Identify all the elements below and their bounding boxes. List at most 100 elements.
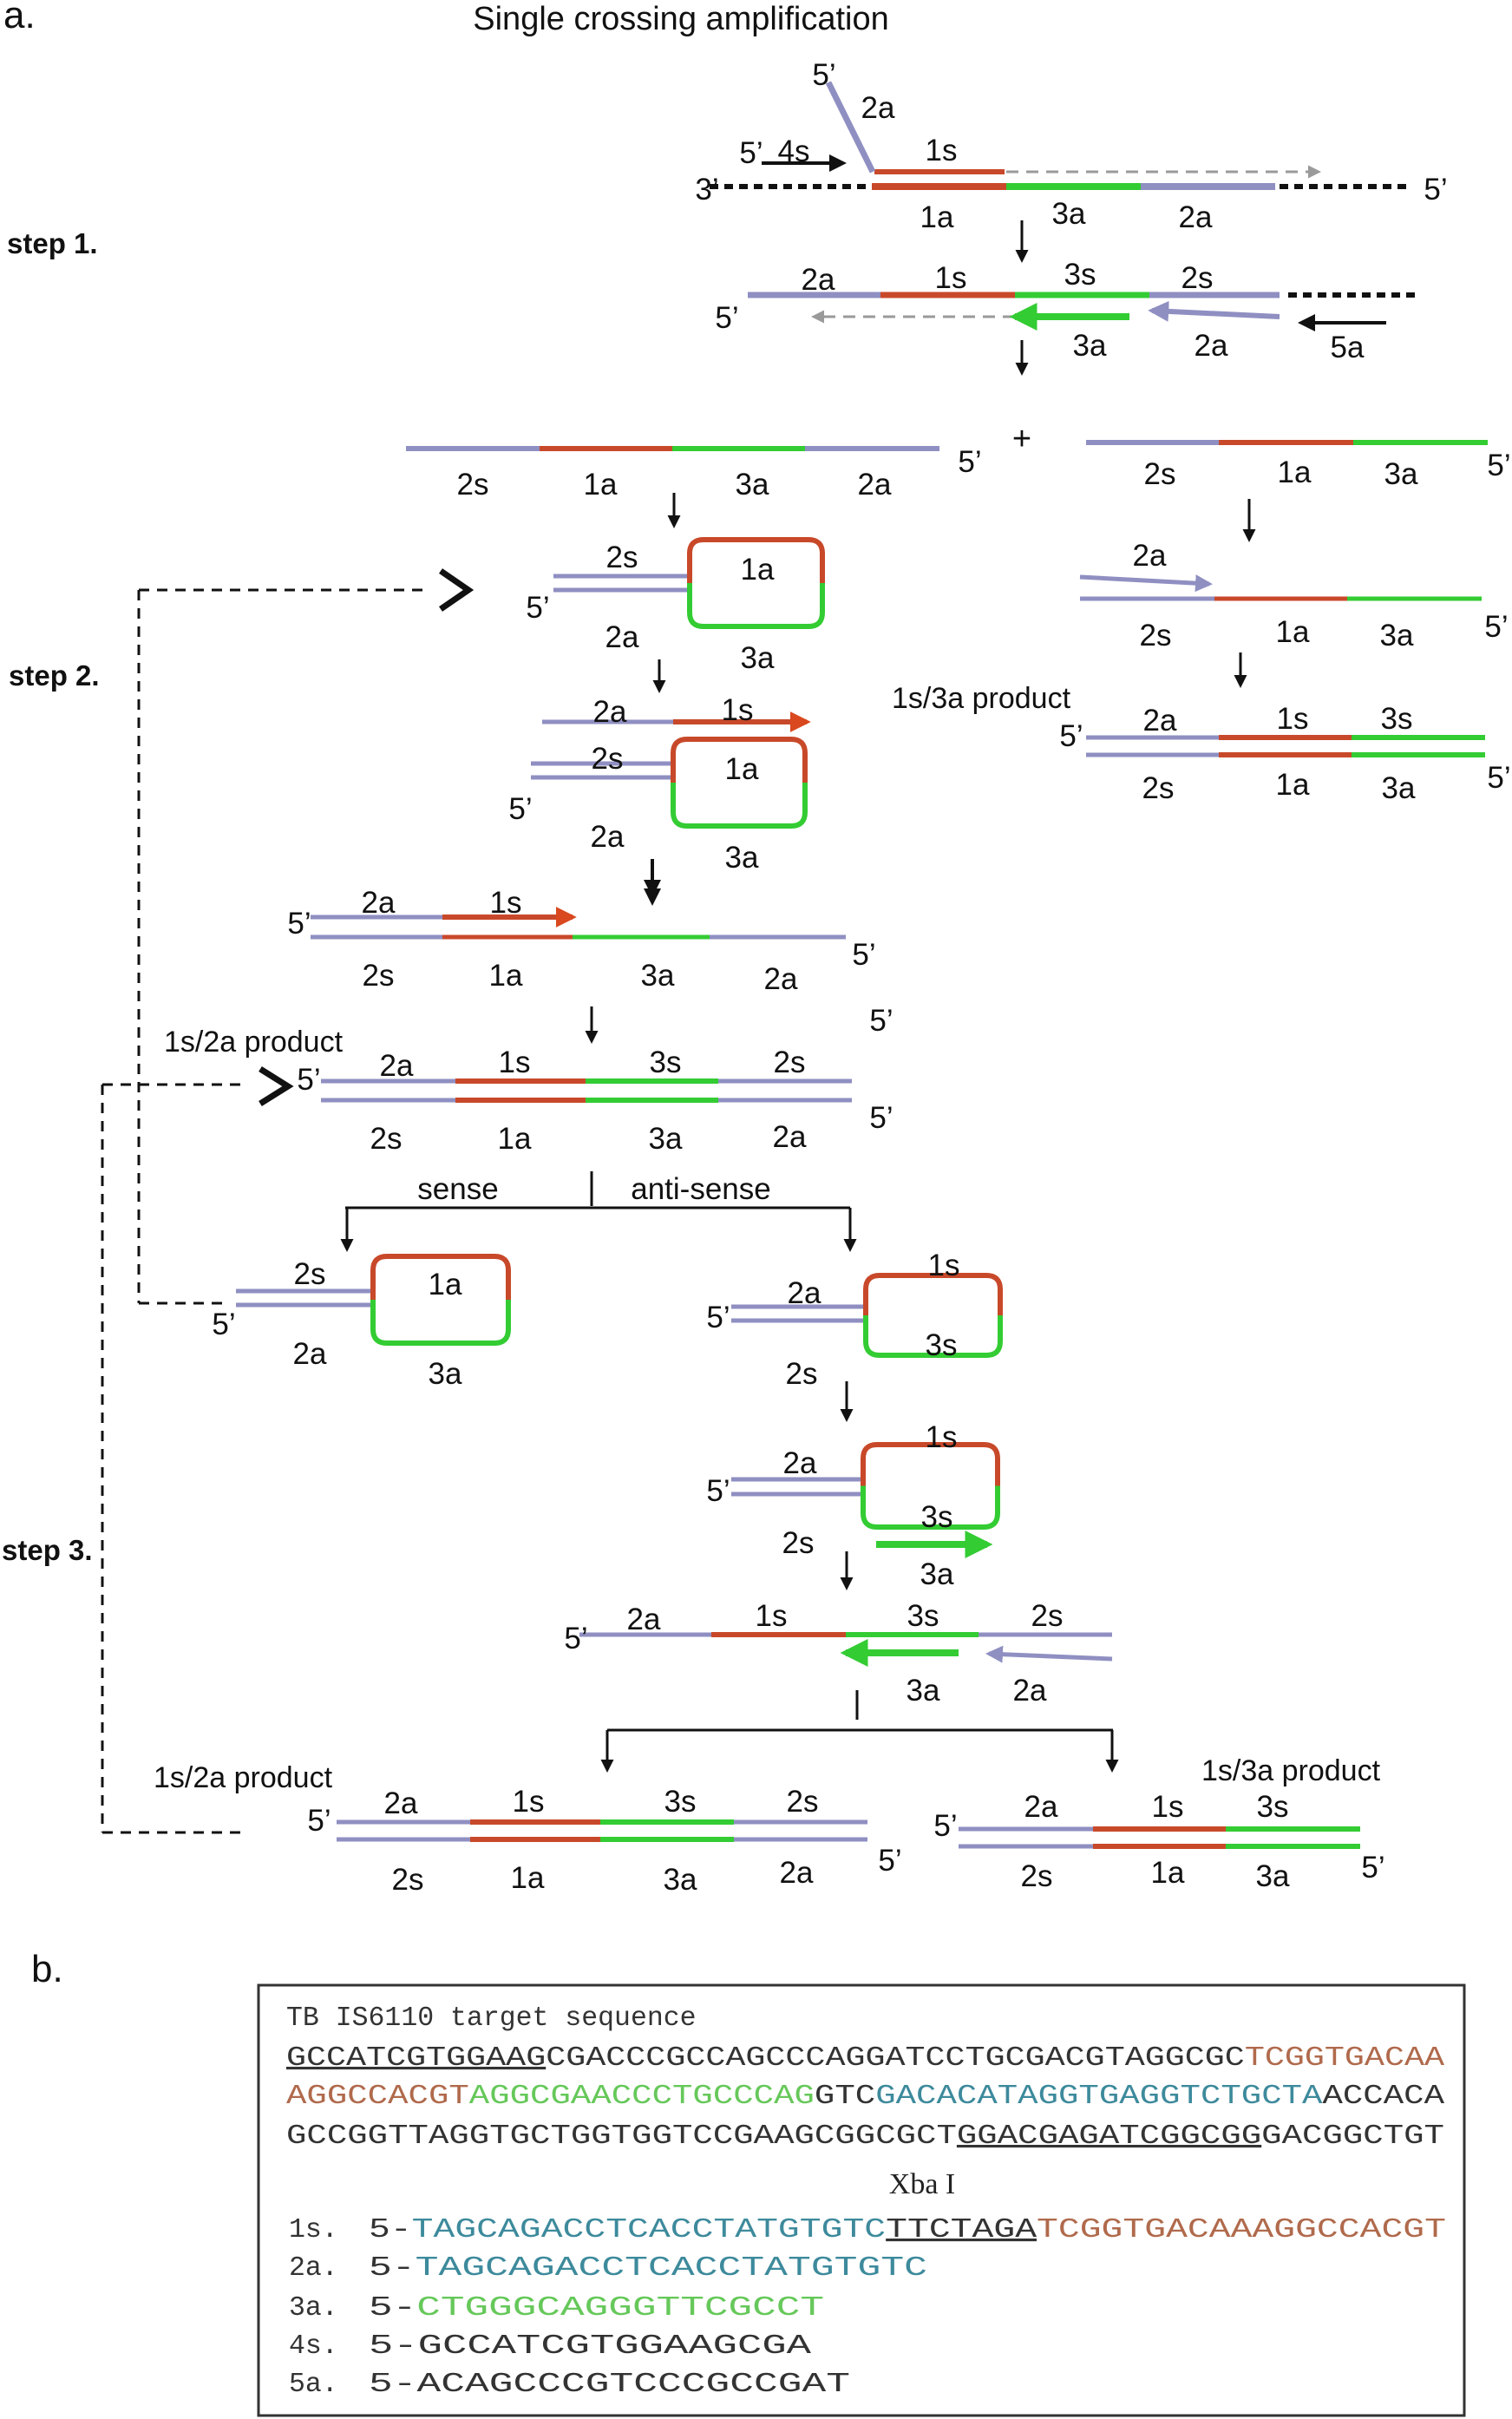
- target-sequence-line-part: GCCGGTTAGGTGCTGGTGGTCCGAAGCGGCGCT: [286, 2121, 957, 2152]
- segment-label-2a: 2a: [788, 1276, 821, 1310]
- segment-label-1a: 1a: [498, 1122, 532, 1156]
- primer-2a-arrow: [985, 1645, 1113, 1663]
- hairpin-loop-red-arc: [671, 737, 808, 783]
- five-prime-label: 5’: [878, 1844, 901, 1878]
- segment-label-2a: 2a: [627, 1603, 661, 1636]
- sequence-box-title: TB IS6110 target sequence: [286, 2003, 697, 2034]
- segment-label-2a: 2a: [605, 620, 639, 654]
- segment-label-1a: 1a: [725, 752, 759, 786]
- five-prime-label: 5’: [715, 301, 738, 335]
- segment-label-1a: 1a: [511, 1861, 545, 1895]
- five-prime-label: 5’: [287, 907, 311, 941]
- five-prime-label: 5’: [739, 136, 763, 170]
- segment-label-2a: 2a: [293, 1337, 327, 1371]
- segment-label-3a: 3a: [649, 1122, 683, 1156]
- segment-label-2a: 2a: [764, 962, 798, 996]
- five-prime-label: 5’: [1487, 761, 1510, 795]
- five-prime-label: 5’: [1484, 610, 1508, 644]
- segment-label-2a: 2a: [783, 1446, 817, 1480]
- segment-label-1a: 1a: [1151, 1856, 1185, 1890]
- primer-name: 2a.: [289, 2253, 338, 2284]
- five-prime-label: 5’: [564, 1622, 587, 1655]
- target-sequence-line-part: AGGCGAACCCTGCCCAG: [469, 2081, 815, 2112]
- five-prime-label: 5’: [812, 58, 835, 92]
- segment-label-3s: 3s: [1064, 258, 1096, 292]
- segment-label-2a: 2a: [861, 91, 895, 125]
- five-prime-label: 5’: [526, 591, 549, 625]
- segment-label-3a: 3a: [920, 1557, 954, 1591]
- five-prime-label: 5’: [307, 1804, 331, 1838]
- segment-label-4s: 4s: [778, 134, 810, 168]
- segment-label-3s: 3s: [926, 1328, 958, 1362]
- step-2-label: step 2.: [9, 659, 100, 692]
- five-prime-label: 5’: [508, 792, 532, 826]
- segment-label-3a: 3a: [725, 841, 759, 875]
- segment-label-1a: 1a: [489, 959, 523, 993]
- segment-label-2a: 2a: [1143, 704, 1177, 738]
- five-prime-label: 5’: [958, 445, 981, 479]
- primer-sequence-line-part: TTCTAGA: [886, 2215, 1037, 2245]
- segment-label-2s: 2s: [1140, 619, 1172, 652]
- segment-label-2a: 2a: [1195, 329, 1228, 363]
- five-prime-label: 5’: [706, 1474, 730, 1508]
- segment-label-2s: 2s: [363, 959, 395, 993]
- primer-sequence-line-part: TCGGTGACAAAGGCCACGT: [1037, 2215, 1446, 2245]
- segment-label-3s: 3s: [664, 1785, 697, 1819]
- segment-label-2s: 2s: [392, 1863, 424, 1897]
- hairpin-loop-red-arc: [861, 1442, 1000, 1486]
- segment-label-3a: 3a: [429, 1357, 462, 1391]
- target-sequence-line-part: TCGGTGACAA: [1245, 2043, 1444, 2074]
- segment-label-3a: 3a: [1384, 457, 1418, 491]
- segment-label-1s: 1s: [1152, 1790, 1184, 1824]
- segment-label-2a: 2a: [593, 695, 627, 729]
- feedback-chevron: [259, 1066, 294, 1106]
- five-prime-label: 5’: [852, 938, 875, 972]
- five-prime-label: 5’: [1424, 173, 1447, 206]
- segment-label-1s: 1s: [928, 1249, 960, 1282]
- segment-label-1a: 1a: [741, 553, 775, 587]
- segment-label-3a: 3a: [736, 468, 769, 502]
- product-label-1s-2a: 1s/2a product: [154, 1761, 333, 1794]
- primer-sequence-line-part: 5-: [369, 2253, 416, 2284]
- segment-label-5a: 5a: [1331, 331, 1365, 364]
- segment-label-2s: 2s: [782, 1526, 815, 1560]
- segment-label-2s: 2s: [1144, 457, 1176, 491]
- five-prime-label: 5’: [1487, 449, 1510, 482]
- segment-label-2s: 2s: [1181, 261, 1214, 295]
- segment-label-2a: 2a: [1024, 1790, 1058, 1824]
- product-label-1s-3a: 1s/3a product: [1201, 1754, 1381, 1787]
- target-sequence-line-part: GACACATAGGTGAGGTCTGCTA: [875, 2081, 1322, 2112]
- segment-label-1a: 1a: [584, 468, 618, 502]
- segment-label-2a: 2a: [1133, 539, 1167, 573]
- product-label-1s-3a: 1s/3a product: [892, 682, 1071, 715]
- segment-label-1a: 1a: [1276, 615, 1310, 649]
- segment-label-2a: 2a: [362, 886, 396, 920]
- diagram-title: Single crossing amplification: [473, 1, 888, 37]
- target-sequence-line-part: CGACCCGCCAGCCCAGGATCCTGCGACGTAGGCGC: [546, 2043, 1245, 2074]
- segment-label-3a: 3a: [1073, 329, 1107, 363]
- primer-name: 5a.: [289, 2370, 338, 2400]
- segment-label-3a: 3a: [907, 1674, 940, 1708]
- segment-label-2s: 2s: [1142, 771, 1175, 805]
- segment-label-2a: 2a: [1179, 200, 1213, 234]
- plus-sign: +: [1012, 421, 1031, 457]
- three-prime-label: 3’: [695, 173, 718, 206]
- segment-label-3s: 3s: [921, 1500, 953, 1534]
- segment-label-2a: 2a: [1013, 1674, 1047, 1708]
- panel-a-label: a.: [3, 0, 36, 36]
- five-prime-label: 5’: [869, 1101, 893, 1135]
- panel-b-label: b.: [31, 1948, 63, 1990]
- primer-2a-tail: [825, 81, 876, 174]
- segment-label-2s: 2s: [606, 541, 638, 574]
- segment-label-2s: 2s: [787, 1785, 819, 1819]
- hairpin-loop-red-arc: [687, 537, 825, 583]
- five-prime-label: 5’: [869, 1004, 893, 1038]
- target-sequence-line-part: GGACGAGATCGGCGG: [957, 2121, 1261, 2152]
- segment-label-3a: 3a: [741, 641, 775, 675]
- segment-label-1s: 1s: [1277, 702, 1309, 736]
- segment-label-2s: 2s: [786, 1357, 818, 1391]
- five-prime-label: 5’: [1361, 1851, 1384, 1885]
